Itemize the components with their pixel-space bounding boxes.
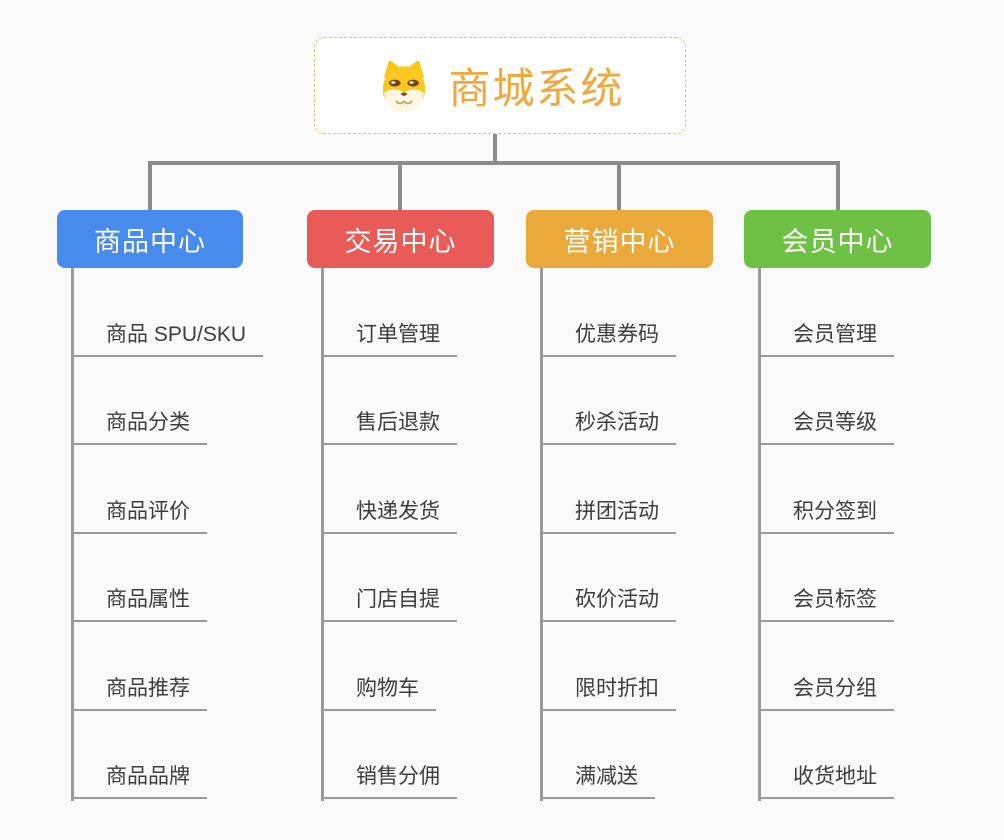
connector-horizontal-bus bbox=[148, 161, 840, 165]
leaf-row: 砍价活动 bbox=[543, 534, 676, 622]
leaf-row: 会员分组 bbox=[761, 622, 894, 711]
leaf-node-points-checkin[interactable]: 积分签到 bbox=[761, 495, 894, 534]
leaf-node-member-management[interactable]: 会员管理 bbox=[761, 318, 894, 357]
leaf-node-product-recommend[interactable]: 商品推荐 bbox=[74, 672, 207, 711]
leaf-row: 会员管理 bbox=[761, 268, 894, 357]
leaf-node-product-attribute[interactable]: 商品属性 bbox=[74, 583, 207, 622]
leaf-node-member-tag[interactable]: 会员标签 bbox=[761, 583, 894, 622]
leaf-row: 积分签到 bbox=[761, 445, 894, 534]
leaf-row: 商品 SPU/SKU bbox=[74, 268, 264, 357]
leaf-row: 满减送 bbox=[543, 711, 676, 799]
branch-node-product-center[interactable]: 商品中心 bbox=[57, 210, 243, 268]
branch-node-trade-center[interactable]: 交易中心 bbox=[307, 210, 494, 268]
leaf-row: 限时折扣 bbox=[543, 622, 676, 711]
leaf-row: 订单管理 bbox=[324, 268, 457, 357]
leaf-row: 拼团活动 bbox=[543, 445, 676, 534]
leaf-node-member-group[interactable]: 会员分组 bbox=[761, 672, 894, 711]
root-node-label: 商城系统 bbox=[448, 65, 625, 112]
leaf-node-bargain-activity[interactable]: 砍价活动 bbox=[543, 583, 676, 622]
leaf-row: 商品属性 bbox=[74, 534, 263, 622]
branch-node-marketing-center[interactable]: 营销中心 bbox=[526, 210, 713, 268]
leaf-row: 秒杀活动 bbox=[543, 357, 676, 445]
leaf-row: 销售分佣 bbox=[324, 711, 457, 799]
leaf-node-order-management[interactable]: 订单管理 bbox=[324, 318, 457, 357]
item-column-member-center: 会员管理 会员等级 积分签到 会员标签 会员分组 收货地址 bbox=[758, 268, 894, 801]
leaf-node-express-shipping[interactable]: 快递发货 bbox=[324, 495, 457, 534]
leaf-row: 商品推荐 bbox=[74, 622, 263, 711]
leaf-row: 会员标签 bbox=[761, 534, 894, 622]
leaf-node-group-buy[interactable]: 拼团活动 bbox=[543, 495, 676, 534]
leaf-row: 优惠券码 bbox=[543, 268, 676, 357]
leaf-row: 收货地址 bbox=[761, 711, 894, 799]
item-column-marketing-center: 优惠券码 秒杀活动 拼团活动 砍价活动 限时折扣 满减送 bbox=[540, 268, 676, 801]
dog-face-icon bbox=[383, 60, 426, 112]
leaf-node-shopping-cart[interactable]: 购物车 bbox=[324, 672, 436, 711]
leaf-node-product-review[interactable]: 商品评价 bbox=[74, 495, 207, 534]
leaf-node-time-limited-discount[interactable]: 限时折扣 bbox=[543, 672, 676, 711]
leaf-node-sales-commission[interactable]: 销售分佣 bbox=[324, 760, 457, 799]
leaf-node-member-level[interactable]: 会员等级 bbox=[761, 406, 894, 445]
branch-node-member-center[interactable]: 会员中心 bbox=[744, 210, 931, 268]
leaf-node-flash-sale[interactable]: 秒杀活动 bbox=[543, 406, 676, 445]
leaf-node-product-brand[interactable]: 商品品牌 bbox=[74, 760, 207, 799]
connector-drop-member bbox=[836, 163, 840, 210]
item-column-trade-center: 订单管理 售后退款 快递发货 门店自提 购物车 销售分佣 bbox=[321, 268, 457, 801]
leaf-row: 售后退款 bbox=[324, 357, 457, 445]
leaf-row: 商品评价 bbox=[74, 445, 263, 534]
leaf-node-product-spu-sku[interactable]: 商品 SPU/SKU bbox=[74, 318, 264, 357]
leaf-row: 门店自提 bbox=[324, 534, 457, 622]
leaf-row: 快递发货 bbox=[324, 445, 457, 534]
connector-drop-product bbox=[148, 163, 152, 210]
leaf-node-shipping-address[interactable]: 收货地址 bbox=[761, 760, 894, 799]
leaf-row: 会员等级 bbox=[761, 357, 894, 445]
connector-drop-trade bbox=[398, 163, 402, 210]
leaf-node-product-category[interactable]: 商品分类 bbox=[74, 406, 207, 445]
leaf-node-store-pickup[interactable]: 门店自提 bbox=[324, 583, 457, 622]
leaf-node-full-reduction[interactable]: 满减送 bbox=[543, 760, 655, 799]
root-node-mall-system[interactable]: 商城系统 bbox=[314, 37, 686, 134]
leaf-node-coupon-code[interactable]: 优惠券码 bbox=[543, 318, 676, 357]
leaf-node-aftersale-refund[interactable]: 售后退款 bbox=[324, 406, 457, 445]
leaf-row: 商品分类 bbox=[74, 357, 263, 445]
leaf-row: 商品品牌 bbox=[74, 711, 263, 799]
connector-drop-marketing bbox=[617, 163, 621, 210]
leaf-row: 购物车 bbox=[324, 622, 457, 711]
connector-root-stem bbox=[493, 134, 497, 163]
item-column-product-center: 商品 SPU/SKU 商品分类 商品评价 商品属性 商品推荐 商品品牌 bbox=[71, 268, 264, 801]
